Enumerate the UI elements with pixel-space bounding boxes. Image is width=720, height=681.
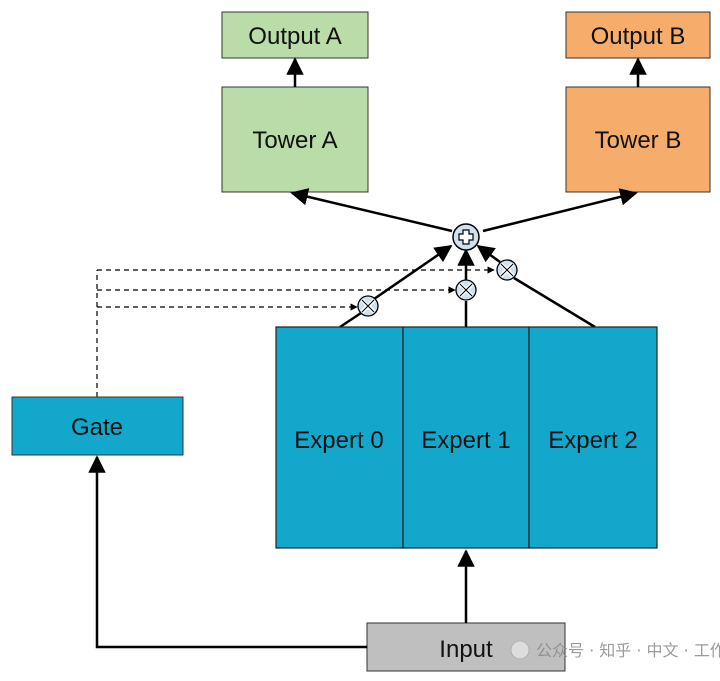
output-a-node: Output A — [221, 11, 369, 59]
gate-node: Gate — [11, 396, 184, 456]
expert-2-to-sum-arrow — [476, 244, 501, 264]
multiply-operator-expert-2-icon — [496, 259, 518, 281]
output-b-node: Output B — [565, 11, 711, 59]
multiply-operator-expert-0-icon — [357, 295, 379, 317]
sum-to-tower-b-arrow — [482, 188, 638, 233]
tower-b-label: Tower B — [595, 127, 682, 154]
input-to-gate-arrow — [88, 455, 367, 649]
tower-a-node: Tower A — [221, 86, 369, 193]
tower-a-label: Tower A — [252, 127, 337, 154]
output-b-label: Output B — [591, 23, 686, 50]
expert-0-to-sum-arrow — [373, 244, 453, 301]
expert-1-node: Expert 1 — [402, 326, 530, 549]
sum-to-tower-a-arrow — [290, 188, 453, 233]
sum-operator-icon — [452, 223, 480, 251]
gate-label: Gate — [71, 414, 123, 441]
expert-0-output-line — [339, 309, 365, 329]
watermark-text: 公众号 · 知乎 · 中文 · 工作站 — [536, 641, 720, 660]
output-a-label: Output A — [248, 23, 341, 50]
watermark: 公众号 · 知乎 · 中文 · 工作站 — [510, 640, 720, 660]
tower-b-node: Tower B — [565, 86, 711, 193]
expert-1-label: Expert 1 — [421, 427, 510, 454]
input-node: Input — [366, 622, 566, 672]
multiply-operator-expert-1-icon — [455, 279, 477, 301]
expert-0-label: Expert 0 — [294, 427, 383, 454]
expert-2-node: Expert 2 — [528, 326, 658, 549]
input-label: Input — [439, 636, 493, 663]
gate-weight-lines — [96, 266, 495, 397]
expert-2-output-line — [513, 276, 596, 329]
expert-2-label: Expert 2 — [548, 427, 637, 454]
expert-0-node: Expert 0 — [275, 326, 404, 549]
